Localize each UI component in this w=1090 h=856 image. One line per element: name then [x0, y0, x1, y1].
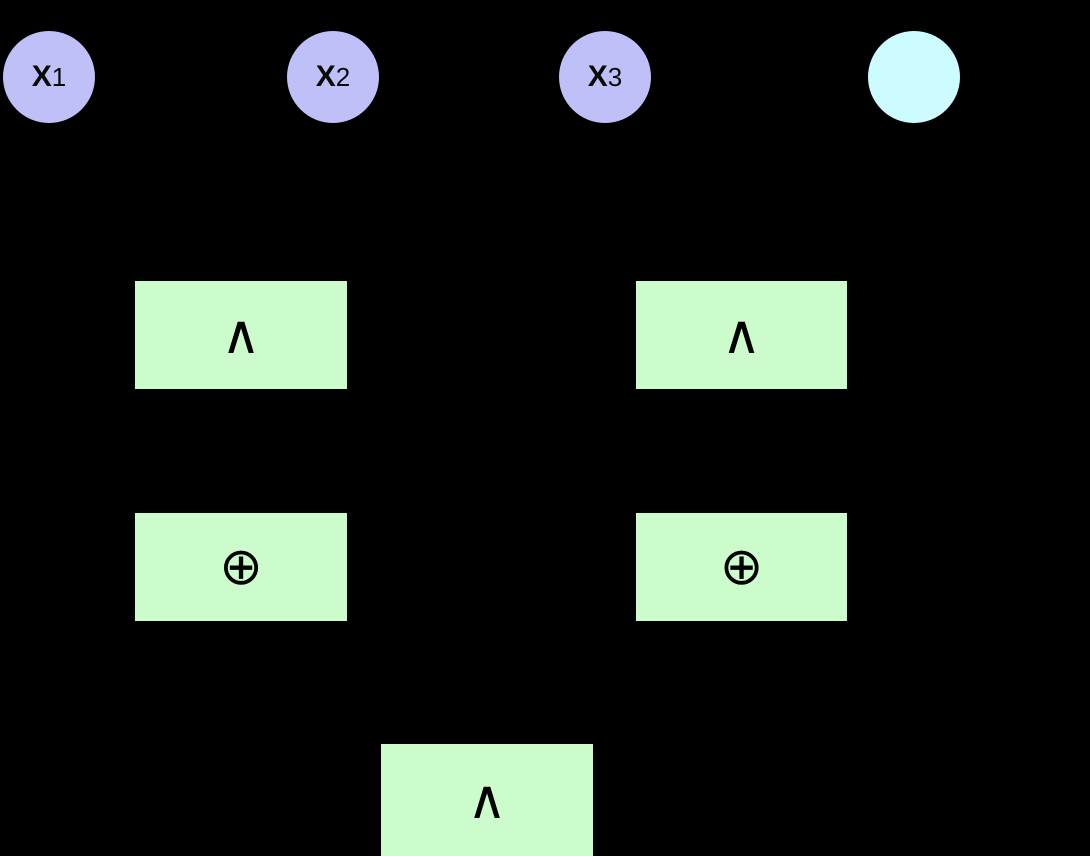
and-icon: ∧: [721, 303, 762, 366]
gate-and-right[interactable]: ∧: [636, 281, 847, 389]
and-icon: ∧: [467, 768, 507, 831]
node-x3[interactable]: X3: [559, 31, 651, 123]
node-x3-label: X3: [588, 62, 622, 92]
xor-icon: ⊕: [219, 537, 263, 597]
edge-xor-right-to-and-bottom: [534, 620, 742, 745]
edge-xor-left-to-and-bottom: [240, 620, 441, 745]
gate-and-bottom[interactable]: ∧: [381, 744, 593, 856]
edge-x2-to-and-left: [299, 122, 334, 282]
edge-x3-to-and-right: [604, 122, 801, 282]
gate-xor-left[interactable]: ⊕: [135, 513, 347, 621]
node-x1-label-main: X: [31, 60, 52, 93]
node-x1-label: X1: [32, 62, 66, 92]
edge-x2-to-and-right: [332, 122, 681, 282]
xor-icon: ⊕: [719, 537, 764, 597]
node-x2-label: X2: [316, 62, 350, 92]
node-x2-label-sub: 2: [335, 62, 351, 92]
node-x2[interactable]: X2: [287, 31, 379, 123]
node-x2-label-main: X: [315, 60, 336, 93]
edge-x1-to-and-left: [48, 122, 181, 282]
gate-and-left[interactable]: ∧: [135, 281, 347, 389]
node-x1[interactable]: X1: [3, 31, 95, 123]
node-x3-label-main: X: [587, 60, 608, 93]
and-icon: ∧: [221, 303, 261, 366]
node-x3-label-sub: 3: [607, 62, 623, 92]
node-x1-label-sub: 1: [51, 62, 67, 92]
gate-xor-right[interactable]: ⊕: [636, 513, 847, 621]
node-output[interactable]: [868, 31, 960, 123]
